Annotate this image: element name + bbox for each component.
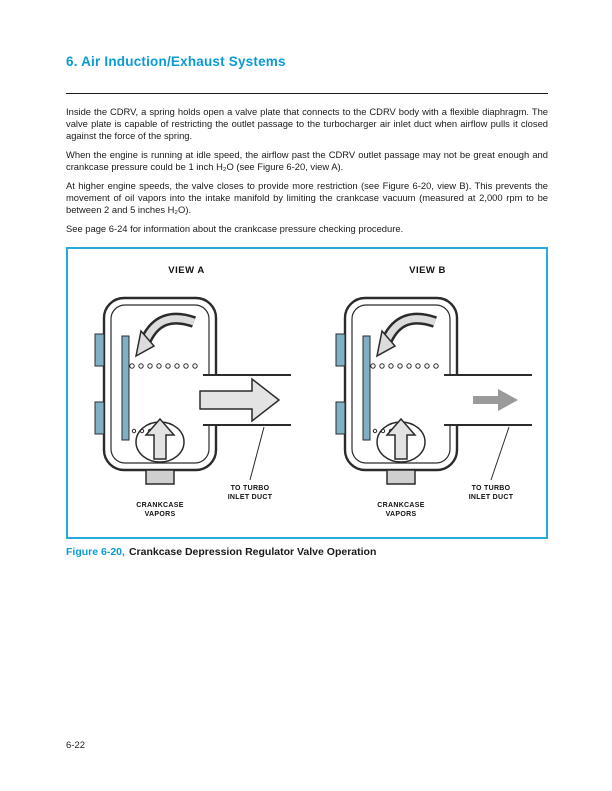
crankcase-label-line1: CRANKCASE	[136, 502, 183, 509]
body-text: Inside the CDRV, a spring holds open a v…	[66, 106, 548, 235]
vapor-inlet-stem	[144, 469, 175, 486]
crankcase-label-line2: VAPORS	[385, 511, 416, 518]
figure-views: VIEW A	[68, 265, 546, 528]
diaphragm-clamps	[94, 333, 104, 435]
cdrv-diagram-view-b: TO TURBO INLET DUCT CRANKCASE VAPORS	[335, 297, 532, 518]
section-title: 6. Air Induction/Exhaust Systems	[66, 54, 286, 69]
to-turbo-label-line2: INLET DUCT	[468, 494, 513, 501]
view-a-title: VIEW A	[168, 265, 205, 277]
page-number: 6-22	[66, 740, 86, 751]
figure-caption-number: Figure 6-20,	[66, 546, 125, 559]
valve-plate	[362, 335, 370, 441]
cdrv-diagram-view-a: TO TURBO INLET DUCT CRANKCASE VAPORS	[94, 297, 291, 518]
figure-view-a: VIEW A	[79, 265, 294, 528]
vapor-inlet-stem	[385, 469, 416, 486]
label-leader-line	[249, 427, 264, 481]
to-turbo-label-line1: TO TURBO	[230, 485, 269, 492]
crankcase-vapor-arrow	[384, 418, 417, 461]
outlet-flow-arrow	[198, 377, 280, 423]
label-leader-line	[490, 427, 509, 481]
to-turbo-label-line1: TO TURBO	[471, 485, 510, 492]
paragraph-2: When the engine is running at idle speed…	[66, 149, 548, 173]
valve-plate	[121, 335, 129, 441]
figure-6-20: VIEW A	[66, 247, 548, 540]
intake-airflow-arrow	[134, 312, 196, 358]
paragraph-1: Inside the CDRV, a spring holds open a v…	[66, 106, 548, 142]
title-divider	[66, 93, 548, 94]
figure-caption: Figure 6-20,Crankcase Depression Regulat…	[66, 546, 548, 558]
paragraph-4: See page 6-24 for information about the …	[66, 223, 404, 235]
intake-airflow-arrow	[375, 312, 437, 358]
crankcase-vapor-arrow	[143, 418, 176, 461]
figure-caption-title: Crankcase Depression Regulator Valve Ope…	[128, 546, 377, 559]
to-turbo-label-line2: INLET DUCT	[227, 494, 272, 501]
figure-view-b: VIEW B	[320, 265, 535, 528]
outlet-flow-arrow-restricted	[472, 389, 518, 412]
crankcase-label-line2: VAPORS	[144, 511, 175, 518]
view-b-title: VIEW B	[409, 265, 446, 277]
page-content: 6. Air Induction/Exhaust Systems Inside …	[66, 0, 548, 558]
diaphragm-clamps	[335, 333, 345, 435]
crankcase-label-line1: CRANKCASE	[377, 502, 424, 509]
paragraph-3: At higher engine speeds, the valve close…	[66, 180, 548, 216]
